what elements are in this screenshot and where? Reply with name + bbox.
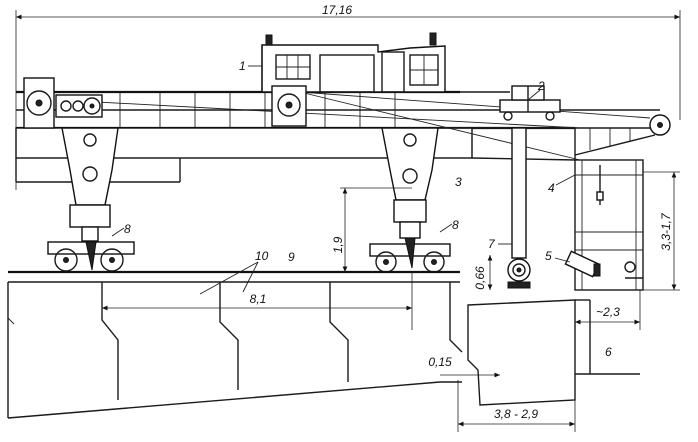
dim-1-9-label: 1,9 (331, 236, 345, 253)
operator-cabin (261, 32, 446, 93)
left-support-leg (47, 127, 135, 272)
width-dimension-bottom: 3,8 - 2,9 (457, 380, 576, 432)
height-dimension-right: 3,3-1,7 (643, 171, 680, 291)
height-dimension-1-9: 1,9 (331, 187, 412, 272)
label-10: 10 (255, 249, 269, 263)
trolley (499, 85, 561, 121)
overall-span-label: 17,16 (322, 3, 352, 17)
overall-span-dimension: 17,16 (15, 2, 681, 190)
vertical-mast (507, 127, 531, 289)
label-5: 5 (545, 249, 552, 263)
left-winch (23, 77, 103, 129)
label-8-middle: 8 (452, 218, 459, 232)
label-4: 4 (548, 181, 555, 195)
label-1: 1 (239, 59, 246, 73)
dim-3-8-label: 3,8 - 2,9 (494, 407, 538, 421)
right-end-sheave (649, 114, 671, 136)
dim-3-3-label: 3,3-1,7 (659, 212, 673, 251)
label-6: 6 (605, 345, 612, 359)
motor-unit (564, 250, 601, 278)
right-pit (467, 299, 640, 406)
span-dimension-8-1: 8,1 (101, 272, 413, 330)
gap-dimension-0-66: 0,66 (473, 255, 493, 290)
offset-dimension-2-3: ~2,3 (575, 290, 641, 330)
middle-support-leg (369, 127, 451, 273)
rail-and-embankment (7, 270, 463, 419)
dim-0-15-label: 0,15 (428, 355, 452, 369)
wall-gap-dimension: 0,15 (428, 355, 500, 378)
callout-labels: 1 2 3 4 5 6 7 8 8 9 10 (111, 59, 612, 359)
dim-8-1-label: 8,1 (250, 292, 267, 306)
label-2: 2 (537, 79, 545, 93)
label-8-left: 8 (124, 222, 131, 236)
label-3: 3 (455, 175, 462, 189)
dim-2-3-label: ~2,3 (596, 305, 620, 319)
label-7: 7 (488, 237, 496, 251)
dim-0-66-label: 0,66 (473, 266, 487, 290)
label-9: 9 (288, 250, 295, 264)
central-sheave (271, 85, 307, 127)
